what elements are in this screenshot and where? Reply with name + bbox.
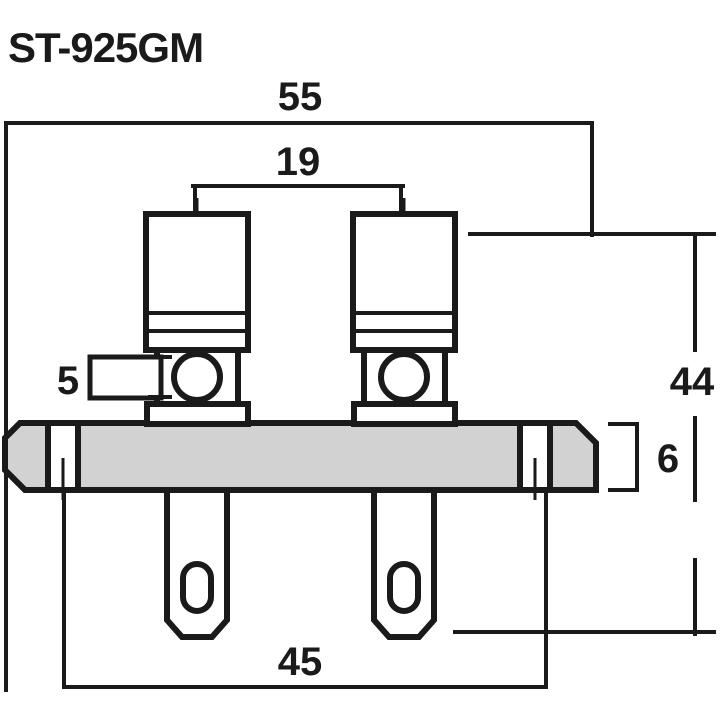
side-tab-rect (87, 354, 164, 401)
dimension-label-55: 55 (278, 75, 323, 119)
post-left-hole (171, 351, 223, 403)
post-left-flange (144, 401, 251, 427)
binding-post-right (350, 198, 458, 427)
side-tab (87, 354, 172, 401)
dimension-label-5: 5 (57, 359, 79, 403)
dimension-line-19 (191, 184, 405, 215)
dimension-line-6 (608, 422, 639, 492)
dimension-label-6: 6 (657, 437, 679, 481)
mounting-lug-right (371, 487, 437, 640)
dimension-label-19: 19 (276, 140, 321, 184)
post-left-cap (143, 211, 251, 353)
binding-post-left (143, 198, 251, 427)
post-right-cap (350, 211, 458, 353)
lug-slot-left (180, 561, 214, 614)
dimension-line-44 (453, 232, 716, 636)
lug-slot-right (387, 561, 421, 614)
dimension-line-55 (4, 121, 594, 692)
post-right-flange (351, 401, 458, 427)
dimension-label-45: 45 (278, 640, 323, 684)
mounting-plate (2, 420, 599, 500)
post-right-hole (378, 351, 430, 403)
mounting-lug-left (164, 487, 230, 640)
page-title: ST-925GM (8, 24, 203, 71)
dimension-label-44: 44 (670, 360, 715, 404)
